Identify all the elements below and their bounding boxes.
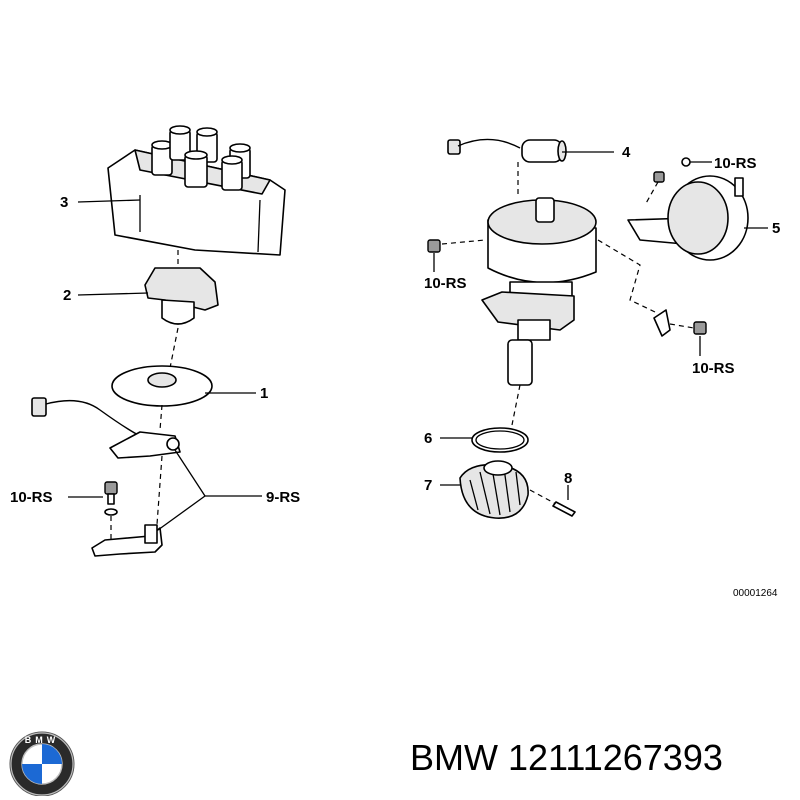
part-number-caption: BMW 12111267393 [410, 737, 723, 778]
callout-9rs: 9-RS [266, 489, 300, 506]
callout-4: 4 [622, 144, 631, 161]
callout-5: 5 [772, 220, 780, 237]
callout-6: 6 [424, 430, 432, 447]
o-ring [471, 427, 529, 453]
bmw-logo: BMW [9, 731, 75, 796]
drive-gear [459, 460, 529, 519]
screw-left [104, 481, 118, 540]
bmw-logo-lettering: BMW [25, 735, 60, 745]
callout-10rs-top: 10-RS [714, 155, 757, 172]
bracket [91, 524, 163, 557]
callout-7: 7 [424, 477, 432, 494]
condenser [447, 138, 567, 163]
callout-2: 2 [63, 287, 71, 304]
callout-8: 8 [564, 470, 572, 487]
callout-1: 1 [260, 385, 268, 402]
vacuum-advance [627, 175, 749, 261]
callout-10rs-mid: 10-RS [424, 275, 467, 292]
screw-right [653, 309, 707, 337]
callout-10rs-right: 10-RS [692, 360, 735, 377]
diagram-reference-number: 00001264 [733, 588, 778, 599]
pin [552, 501, 576, 517]
pickup-assembly [31, 397, 181, 539]
callout-10rs-left: 10-RS [10, 489, 53, 506]
dust-shield [111, 365, 213, 431]
distributor-housing [481, 197, 597, 386]
callout-3: 3 [60, 194, 68, 211]
distributor-cap [107, 125, 286, 256]
screw-mid [427, 239, 486, 253]
rotor [144, 250, 219, 369]
